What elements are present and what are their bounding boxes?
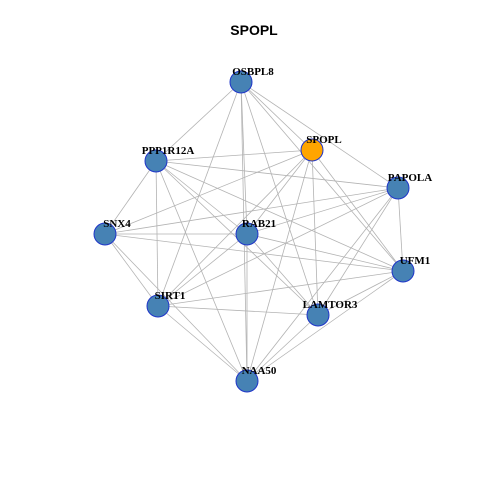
edge-ppp1r12a-rab21 (155, 160, 248, 235)
node-label-sirt1: SIRT1 (155, 290, 186, 302)
node-label-lamtor3: LAMTOR3 (303, 299, 358, 311)
edge-snx4-sirt1 (104, 233, 159, 307)
edge-papola-rab21 (246, 187, 399, 235)
node-lamtor3[interactable] (306, 303, 330, 327)
node-label-naa50: NAA50 (242, 365, 277, 377)
node-label-papola: PAPOLA (388, 172, 432, 184)
edge-papola-ufm1 (397, 187, 404, 272)
edge-spopl-ufm1 (311, 149, 404, 272)
edge-ufm1-lamtor3 (317, 270, 404, 316)
edge-ppp1r12a-sirt1 (155, 160, 159, 307)
edge-osbpl8-sirt1 (157, 81, 242, 307)
node-rab21[interactable] (235, 222, 259, 246)
edge-osbpl8-papola (240, 81, 399, 189)
node-label-rab21: RAB21 (242, 218, 276, 230)
edge-spopl-ppp1r12a (155, 149, 313, 162)
node-label-ppp1r12a: PPP1R12A (142, 145, 195, 157)
edge-papola-naa50 (246, 187, 399, 382)
edge-spopl-snx4 (104, 149, 313, 235)
edge-ppp1r12a-papola (155, 160, 399, 189)
node-snx4[interactable] (93, 222, 117, 246)
edge-sirt1-naa50 (157, 305, 248, 382)
edge-rab21-ufm1 (246, 233, 404, 272)
edge-osbpl8-rab21 (240, 81, 248, 235)
edge-rab21-lamtor3 (246, 233, 319, 316)
edge-papola-sirt1 (157, 187, 399, 307)
edge-ufm1-sirt1 (157, 270, 404, 307)
node-ufm1[interactable] (391, 259, 415, 283)
edge-osbpl8-lamtor3 (240, 81, 319, 316)
node-ppp1r12a[interactable] (144, 149, 168, 173)
edge-spopl-naa50 (246, 149, 313, 382)
edge-snx4-ufm1 (104, 233, 404, 272)
edge-papola-snx4 (104, 187, 399, 235)
node-naa50[interactable] (235, 369, 259, 393)
edge-spopl-rab21 (246, 149, 313, 235)
edge-rab21-sirt1 (157, 233, 248, 307)
graph-title: SPOPL (230, 22, 278, 38)
node-sirt1[interactable] (146, 294, 170, 318)
edge-spopl-lamtor3 (311, 149, 319, 316)
node-label-osbpl8: OSBPL8 (232, 66, 274, 78)
edge-papola-lamtor3 (317, 187, 399, 316)
node-label-ufm1: UFM1 (400, 255, 431, 267)
nodes-layer (93, 70, 415, 393)
edge-sirt1-lamtor3 (157, 305, 319, 316)
edge-osbpl8-ppp1r12a (155, 81, 242, 162)
edge-osbpl8-ufm1 (240, 81, 404, 272)
edge-snx4-naa50 (104, 233, 248, 382)
node-osbpl8[interactable] (229, 70, 253, 94)
edge-lamtor3-naa50 (246, 314, 319, 382)
edge-ufm1-naa50 (246, 270, 404, 382)
node-papola[interactable] (386, 176, 410, 200)
edge-spopl-sirt1 (157, 149, 313, 307)
edge-osbpl8-spopl (240, 81, 313, 151)
node-spopl[interactable] (300, 138, 324, 162)
edge-ppp1r12a-ufm1 (155, 160, 404, 272)
edge-ppp1r12a-snx4 (104, 160, 157, 235)
edges-layer (104, 81, 404, 382)
node-label-snx4: SNX4 (103, 218, 131, 230)
node-label-spopl: SPOPL (306, 134, 341, 146)
